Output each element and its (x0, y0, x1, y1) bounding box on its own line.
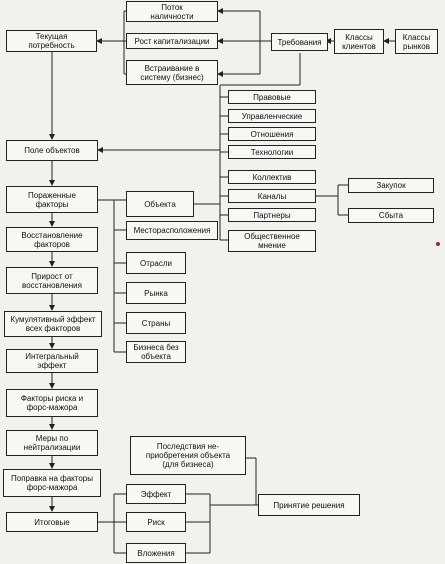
node-popravka-na-faktory: Поправка на факторы форс-мажора (3, 469, 101, 497)
node-klassy-klientov: Классы клиентов (334, 29, 384, 54)
node-kumulyativnyi-effekt: Кумулятивный эффект всех факторов (4, 311, 102, 337)
node-porazhennye-faktory: Пораженные факторы (6, 186, 98, 213)
node-mery-po-neitralizatsii: Меры по нейтрализации (6, 430, 98, 456)
node-obshchestvennoe-mnenie: Общественное мнение (228, 230, 316, 252)
node-zakupok: Закупок (348, 178, 434, 193)
node-kanaly: Каналы (228, 189, 316, 203)
node-upravlencheskie: Управленческие (228, 109, 316, 123)
node-strany: Страны (126, 312, 186, 334)
node-biznesa-bez-obekta: Бизнеса без объекта (126, 341, 186, 363)
node-effekt: Эффект (126, 484, 186, 504)
node-pravovye: Правовые (228, 90, 316, 104)
node-posledstviya: Последствия не- приобретения объекта (дл… (130, 436, 246, 475)
scan-mark (436, 242, 440, 246)
node-risk: Риск (126, 512, 186, 532)
node-vlozheniya: Вложения (126, 543, 186, 563)
node-prinyatie-resheniya: Принятие решения (258, 494, 360, 516)
node-pole-obektov: Поле объектов (6, 140, 98, 161)
node-obekta: Объекта (126, 191, 194, 217)
node-itogovye: Итоговые (6, 512, 98, 532)
node-mestoraspolozheniya: Месторасположения (126, 221, 218, 240)
node-tekhnologii: Технологии (228, 145, 316, 159)
node-rost-kapitalizatsii: Рост капитализации (126, 33, 218, 49)
node-partnery: Партнеры (228, 208, 316, 222)
node-prirost-ot-vosstanovleniya: Прирост от восстановления (6, 267, 98, 294)
node-klassy-rynkov: Классы рынков (395, 29, 438, 54)
node-otnosheniya: Отношения (228, 127, 316, 141)
node-kollektiv: Коллектив (228, 170, 316, 184)
node-tekushchaya-potrebnost: Текущая потребность (6, 30, 97, 52)
node-sbyta: Сбыта (348, 208, 434, 223)
node-vstraivanie: Встраивание в систему (бизнес) (126, 60, 218, 85)
node-potok-nalichnosti: Поток наличности (126, 1, 218, 22)
node-trebovaniya: Требования (271, 33, 328, 51)
node-rynka: Рынка (126, 282, 186, 304)
node-vosstanovlenie-faktorov: Восстановление факторов (6, 227, 98, 252)
node-otrasli: Отрасли (126, 252, 186, 274)
node-faktory-riska: Факторы риска и форс-мажора (6, 389, 98, 417)
node-integralnyi-effekt: Интегральный эффект (6, 349, 98, 373)
